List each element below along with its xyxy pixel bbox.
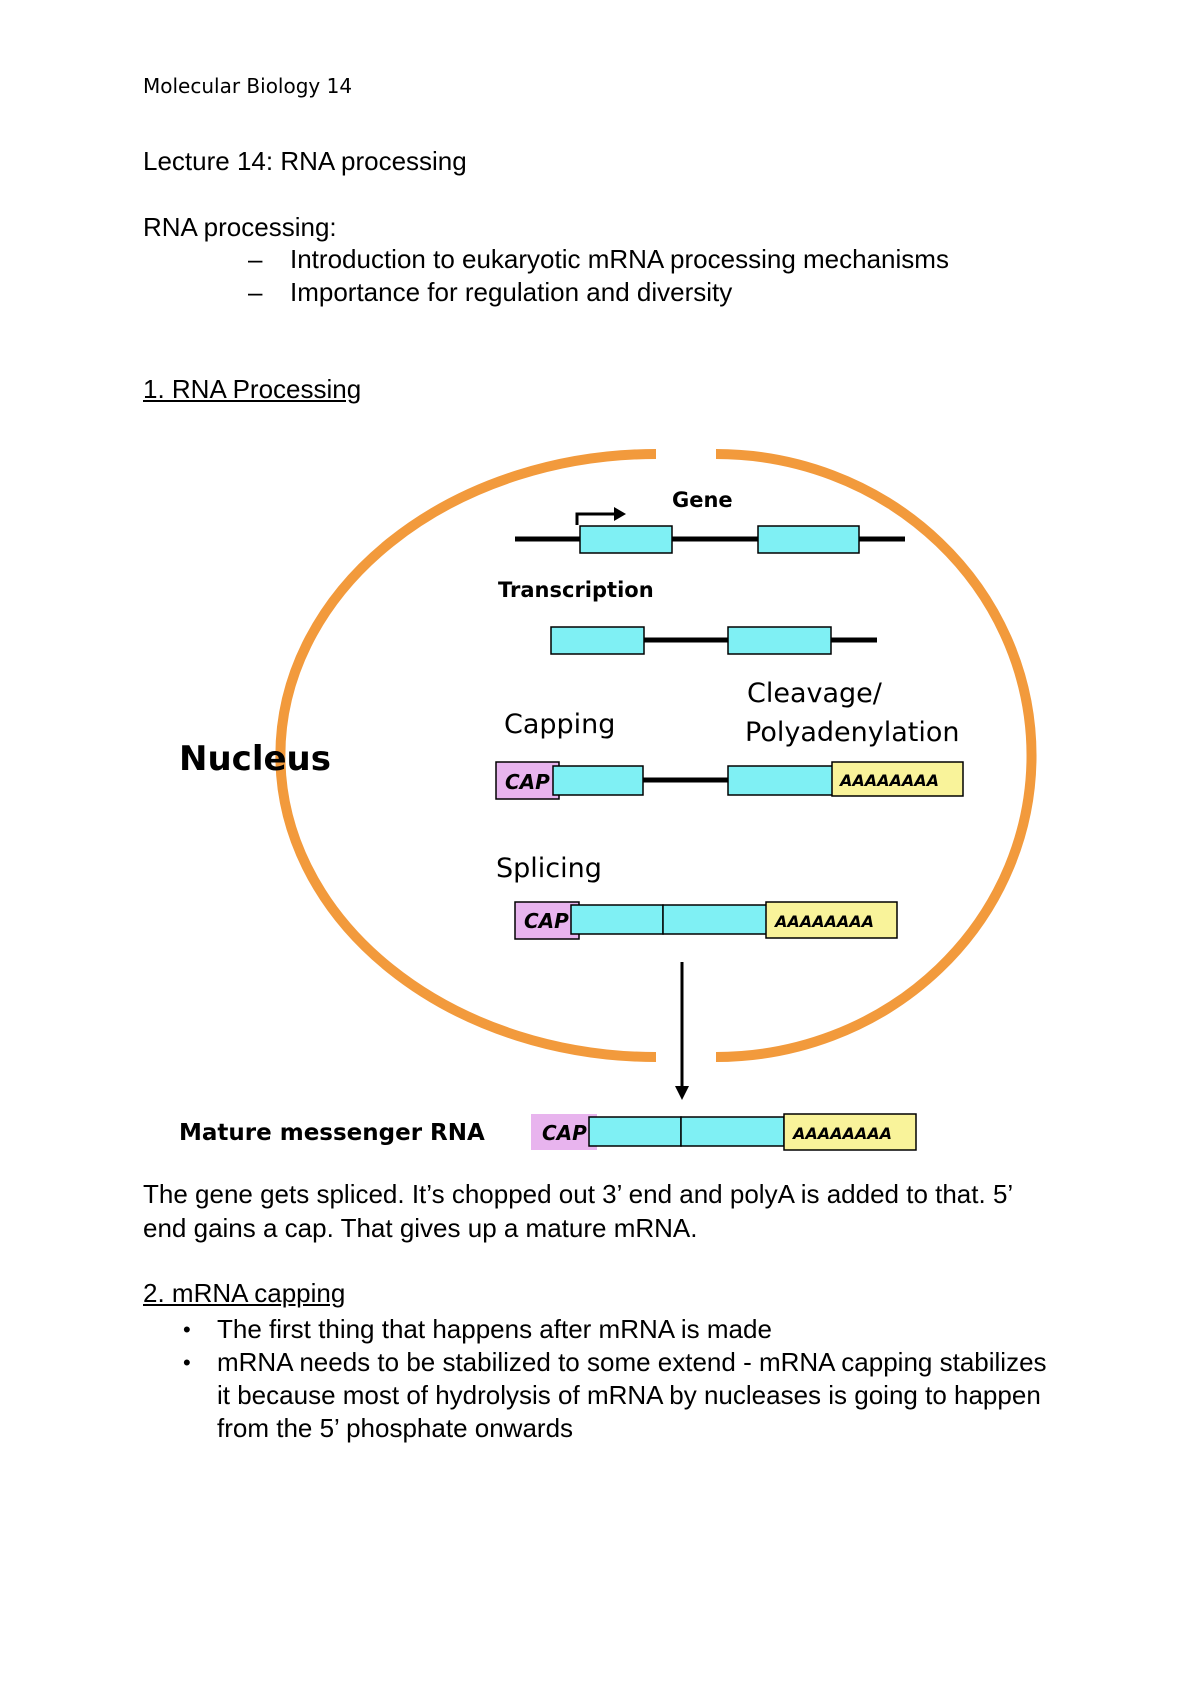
cap-box-3 xyxy=(531,1114,597,1150)
rna-processing-label: RNA processing: xyxy=(143,212,337,242)
list-item: • mRNA needs to be stabilized to some ext… xyxy=(143,1346,1063,1445)
summary-paragraph: The gene gets spliced. It’s chopped out … xyxy=(143,1179,1013,1243)
dash-marker: – xyxy=(248,244,263,274)
polya-tail-3 xyxy=(783,1113,917,1151)
promoter-arrow xyxy=(575,512,618,525)
bullet-text: mRNA needs to be stabilized to some exte… xyxy=(217,1347,1047,1443)
mature-mrna-label: Mature messenger RNA xyxy=(179,1120,485,1146)
mature-exon-1 xyxy=(588,1116,682,1147)
topic-text: Introduction to eukaryotic mRNA processi… xyxy=(290,244,949,274)
gene-exon-2 xyxy=(757,525,860,554)
spliced-exon-2 xyxy=(662,904,768,935)
lecture-title: Lecture 14: RNA processing xyxy=(143,146,467,176)
cap-text: CAP xyxy=(505,770,550,794)
cap-text: CAP xyxy=(542,1121,587,1145)
spliced-exon-1 xyxy=(570,904,664,935)
dash-marker: – xyxy=(248,277,263,307)
cleavage-label: Cleavage/ xyxy=(747,678,883,709)
polya-text: AAAAAAAA xyxy=(791,1124,892,1143)
topic-item: –Introduction to eukaryotic mRNA process… xyxy=(248,243,949,276)
capped-exon-1 xyxy=(552,765,644,796)
mature-exon-2 xyxy=(680,1116,785,1147)
topic-text: Importance for regulation and diversity xyxy=(290,277,733,307)
polya-text: AAAAAAAA xyxy=(773,912,874,931)
gene-label: Gene xyxy=(672,488,733,512)
nucleus-label: Nucleus xyxy=(179,739,331,779)
promoter-arrowhead xyxy=(614,507,626,521)
bullet-text: The first thing that happens after mRNA … xyxy=(217,1314,772,1344)
polya-tail-1 xyxy=(831,761,964,797)
polya-tail-2 xyxy=(765,901,898,939)
nucleus-membrane-left xyxy=(275,449,657,1062)
section-2-heading: 2. mRNA capping xyxy=(143,1278,346,1308)
bullet-marker: • xyxy=(183,1317,191,1342)
pre-mrna-exon-1 xyxy=(550,626,645,655)
pre-mrna-exon-2 xyxy=(727,626,832,655)
export-arrowhead xyxy=(675,1086,689,1100)
nucleus-membrane-right xyxy=(715,449,1037,1062)
topic-list: –Introduction to eukaryotic mRNA process… xyxy=(248,243,949,309)
transcription-label: Transcription xyxy=(498,578,654,602)
capping-label: Capping xyxy=(504,709,615,740)
capped-exon-2 xyxy=(727,765,835,796)
bullet-marker: • xyxy=(183,1350,191,1375)
capping-bullet-list: • The first thing that happens after mRNA… xyxy=(143,1313,1063,1445)
splicing-label: Splicing xyxy=(496,853,602,884)
polyadenylation-label: Polyadenylation xyxy=(745,717,959,748)
document-header: Molecular Biology 14 xyxy=(143,74,353,98)
list-item: • The first thing that happens after mRNA… xyxy=(143,1313,1063,1346)
cap-text: CAP xyxy=(524,909,569,933)
polya-text: AAAAAAAA xyxy=(838,771,939,790)
section-1-heading: 1. RNA Processing xyxy=(143,374,362,404)
cap-box-2 xyxy=(514,901,580,940)
gene-exon-1 xyxy=(579,525,673,554)
topic-item: –Importance for regulation and diversity xyxy=(248,276,949,309)
